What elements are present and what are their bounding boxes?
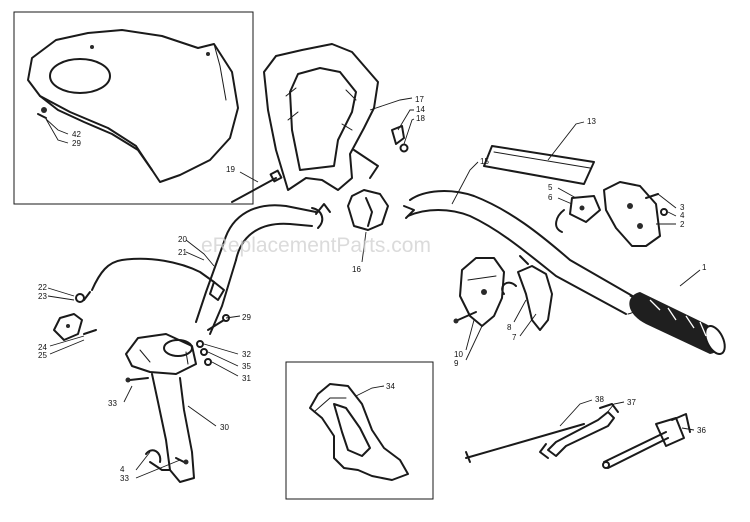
loop-handle <box>263 43 379 191</box>
callout-9: 9 <box>454 359 459 368</box>
callout-32: 32 <box>242 350 251 359</box>
callout-19: 19 <box>226 165 235 174</box>
wrench-37 <box>539 403 619 459</box>
nut-18 <box>399 143 409 153</box>
hanger-bracket-34 <box>309 383 409 481</box>
callout-16: 16 <box>352 265 361 274</box>
callout-13: 13 <box>587 117 596 126</box>
callout-8: 8 <box>507 323 512 332</box>
throttle-cable <box>83 257 225 301</box>
switch-5-6 <box>555 195 601 233</box>
nut-4 <box>660 208 668 216</box>
bracket-22-23 <box>53 293 97 341</box>
callout-37: 37 <box>627 398 636 407</box>
callout-1: 1 <box>702 263 707 272</box>
callout-18: 18 <box>416 114 425 123</box>
callout-23: 23 <box>38 292 47 301</box>
guard-shield <box>27 29 239 183</box>
callout-20: 20 <box>178 235 187 244</box>
callout-34: 34 <box>386 382 395 391</box>
decal-13 <box>483 145 595 185</box>
callout-33-upper: 33 <box>108 399 117 408</box>
callout-3: 3 <box>680 203 685 212</box>
bracket-inset: 34 <box>285 361 434 500</box>
screw-42 <box>37 113 47 119</box>
callout-4-lower: 4 <box>120 465 125 474</box>
handle-bracket-30 <box>125 333 197 483</box>
right-handlebar-15 <box>403 190 638 315</box>
callout-38: 38 <box>595 395 604 404</box>
screw-29 <box>207 314 230 331</box>
callout-6: 6 <box>548 193 553 202</box>
socket-wrench-36 <box>602 413 691 469</box>
screw-10 <box>453 311 477 324</box>
cover-9 <box>459 257 505 327</box>
callout-17: 17 <box>415 95 424 104</box>
guard-inset: 42 29 <box>13 11 254 205</box>
callout-35: 35 <box>242 362 251 371</box>
clamp-16 <box>347 189 389 231</box>
washers-32-35-31 <box>196 340 212 366</box>
callout-14: 14 <box>416 105 425 114</box>
callout-25: 25 <box>38 351 47 360</box>
screw-3 <box>645 193 659 199</box>
callout-24: 24 <box>38 343 47 352</box>
callout-33-lower: 33 <box>120 474 129 483</box>
callout-21: 21 <box>178 248 187 257</box>
callout-30: 30 <box>220 423 229 432</box>
callout-2: 2 <box>680 220 685 229</box>
grip-1 <box>629 292 726 355</box>
left-handlebar <box>195 203 331 335</box>
throttle-housing-2 <box>603 181 661 247</box>
callout-4: 4 <box>680 211 685 220</box>
callout-7: 7 <box>512 333 517 342</box>
callout-31: 31 <box>242 374 251 383</box>
callout-5: 5 <box>548 183 553 192</box>
bolt-19 <box>231 169 283 203</box>
callout-10: 10 <box>454 350 463 359</box>
callout-29-inset: 29 <box>72 139 81 148</box>
screw-33-upper <box>125 377 149 383</box>
callout-36: 36 <box>697 426 706 435</box>
callout-42: 42 <box>72 130 81 139</box>
callout-22: 22 <box>38 283 47 292</box>
callout-29: 29 <box>242 313 251 322</box>
rod-38 <box>465 423 585 463</box>
watermark: eReplacementParts.com <box>201 234 431 257</box>
clamp-bolt-14 <box>391 125 405 145</box>
